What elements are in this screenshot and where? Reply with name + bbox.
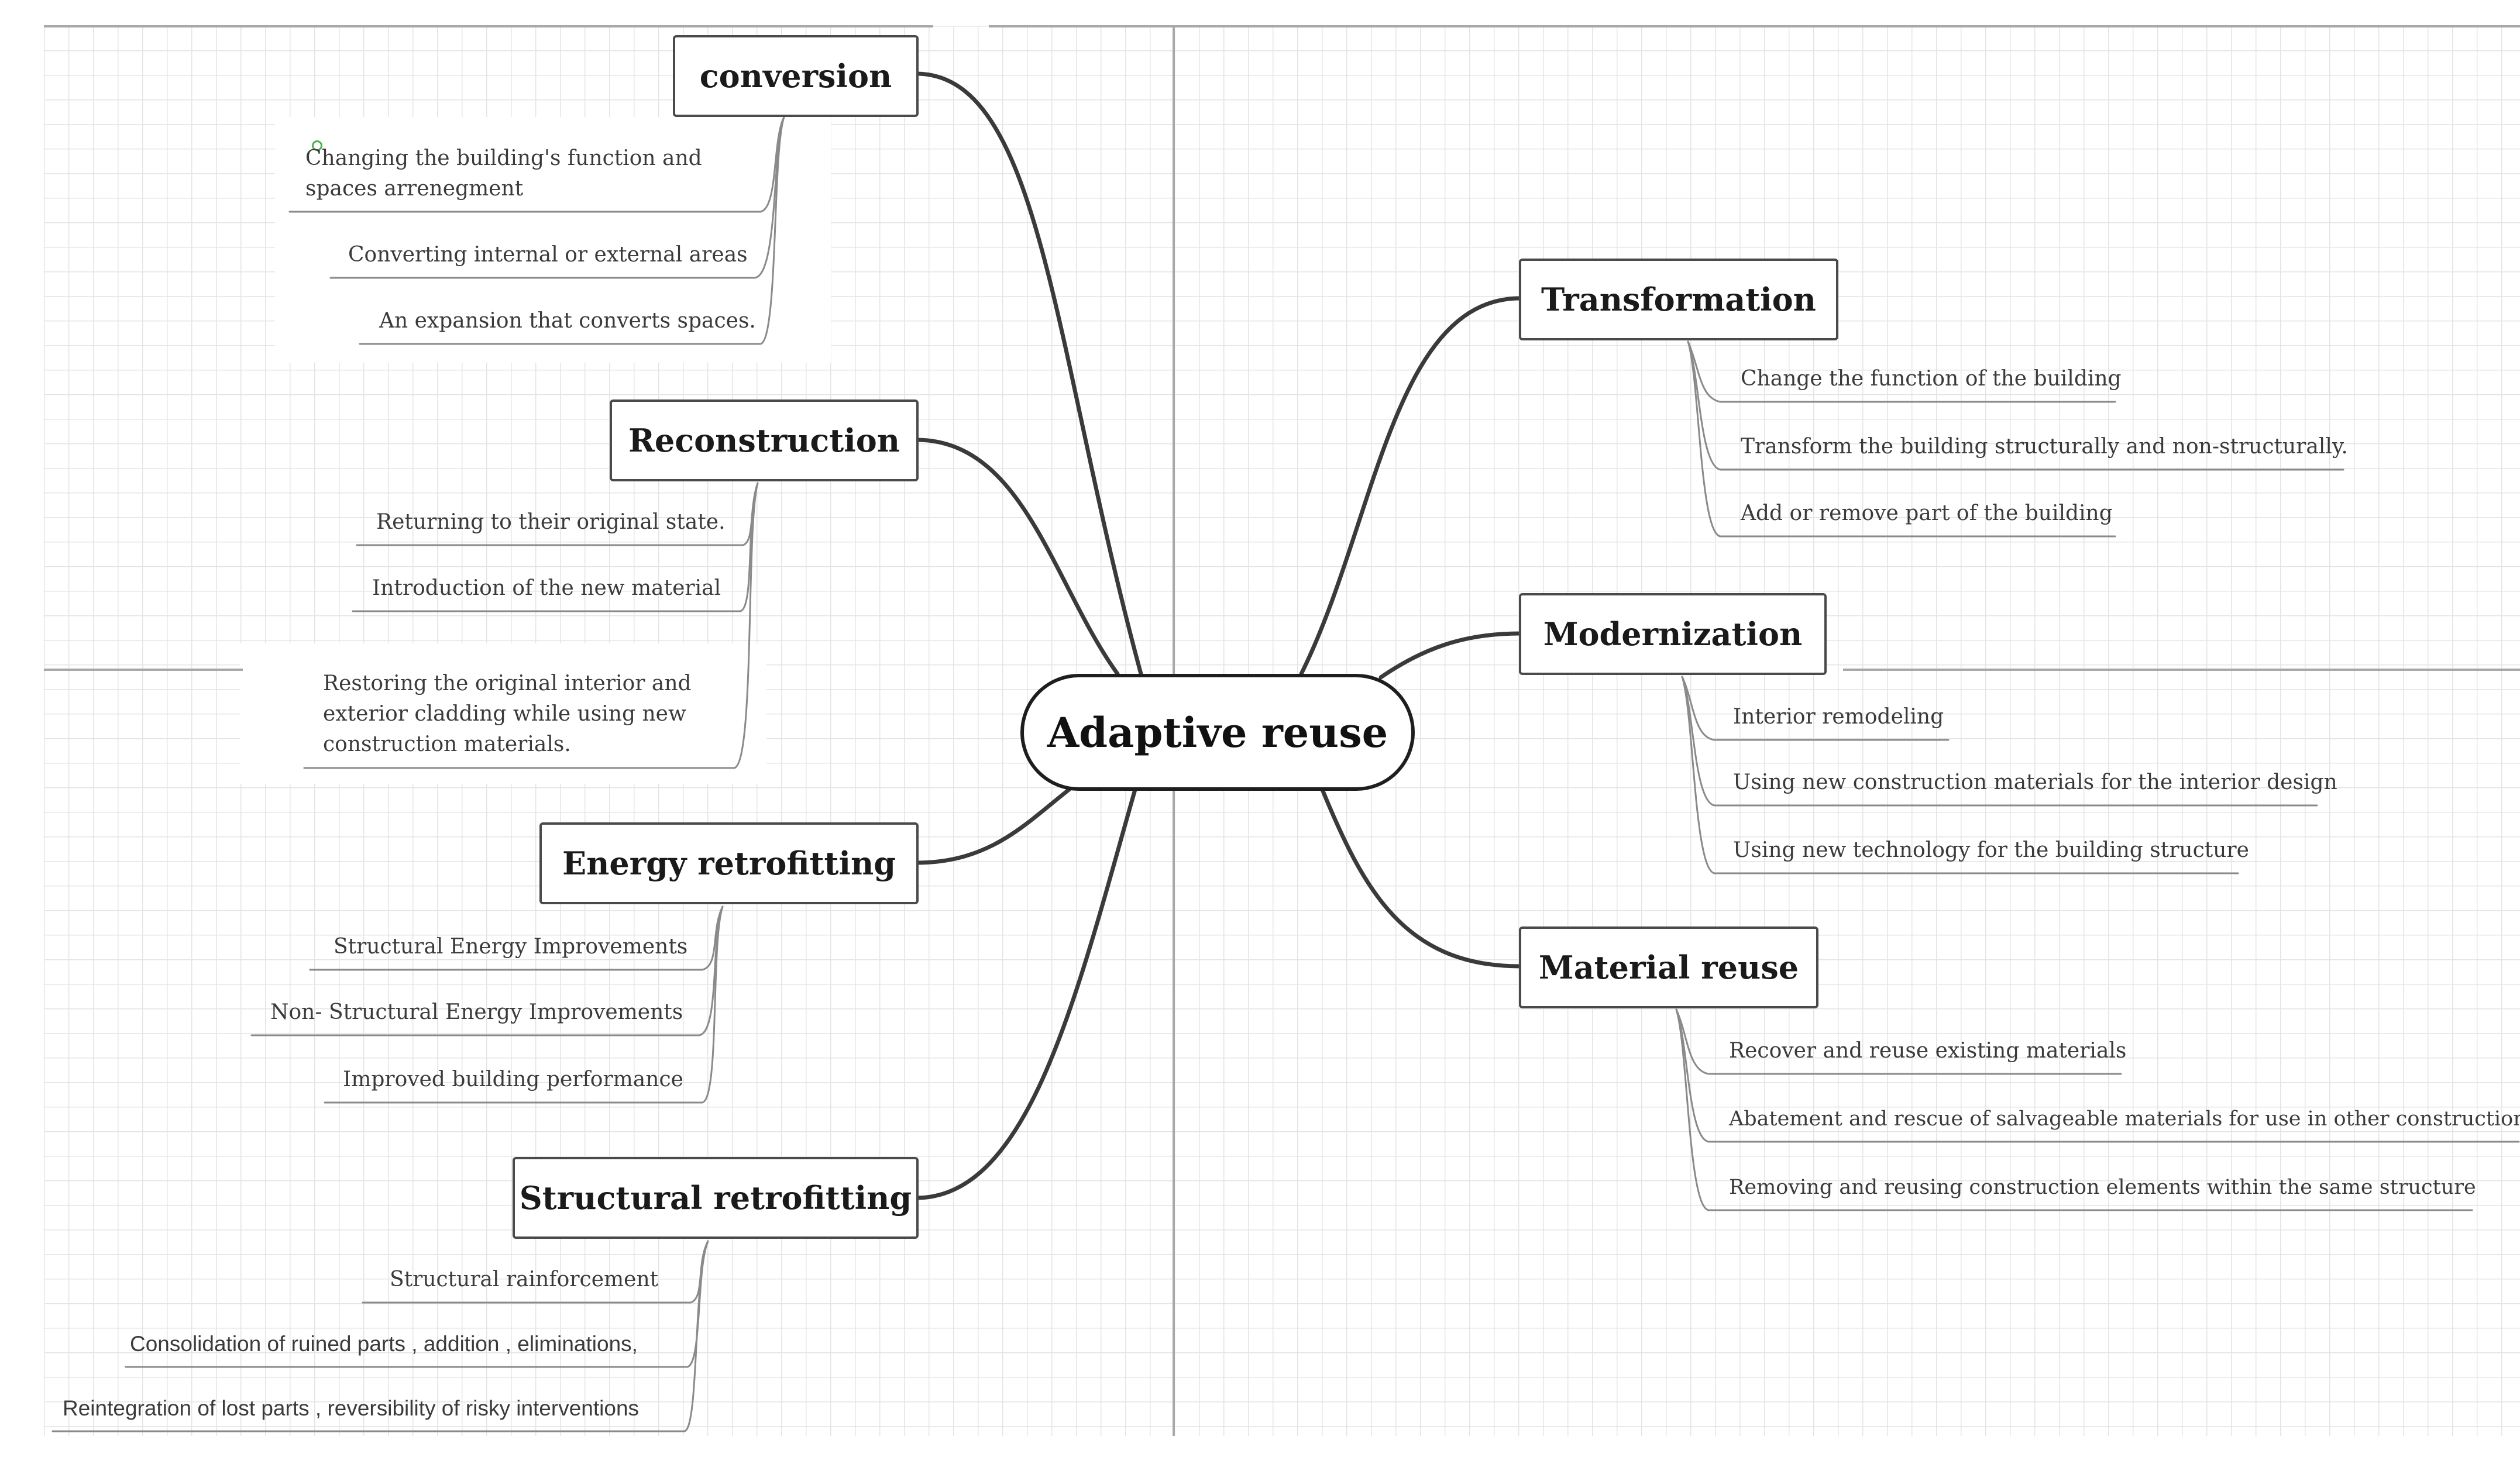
leaf-line-reconstruction-2 <box>352 482 759 612</box>
leaf-conversion-3[interactable]: An expansion that converts spaces. <box>379 309 756 333</box>
leaf-line-energy-3 <box>324 905 724 1104</box>
node-modernization[interactable]: Modernization <box>1519 593 1827 675</box>
node-transformation[interactable]: Transformation <box>1519 259 1838 340</box>
leaf-reconstruction-1[interactable]: Returning to their original state. <box>376 510 726 534</box>
leaf-line-material-1 <box>1675 1008 2122 1075</box>
connector-reconstruction <box>914 438 1120 676</box>
leaf-line-modernization-3 <box>1681 676 2239 874</box>
leaf-material-1[interactable]: Recover and reuse existing materials <box>1729 1039 2127 1063</box>
leaf-reconstruction-3[interactable]: Restoring the original interior and exte… <box>323 671 692 756</box>
green-marker-icon <box>312 140 322 151</box>
leaf-structural-2[interactable]: Consolidation of ruined parts , addition… <box>130 1332 638 1356</box>
top-gap <box>930 0 989 26</box>
leaf-reconstruction-2[interactable]: Introduction of the new material <box>372 576 721 600</box>
leaf-line-conversion-3 <box>359 116 785 345</box>
top-axis-right <box>989 25 2520 27</box>
left-margin <box>0 0 44 1457</box>
leaf-material-2[interactable]: Abatement and rescue of salvageable mate… <box>1729 1107 2520 1131</box>
connector-modernization <box>1378 631 1522 680</box>
node-reconstruction[interactable]: Reconstruction <box>610 399 919 481</box>
leaf-energy-3[interactable]: Improved building performance <box>343 1067 683 1091</box>
connector-energy <box>914 781 1079 865</box>
leaf-transformation-3[interactable]: Add or remove part of the building <box>1741 501 2113 525</box>
connector-conversion <box>914 71 1143 676</box>
node-structural-retrofitting[interactable]: Structural retrofitting <box>513 1157 919 1239</box>
leaf-line-transformation-3 <box>1687 340 2116 538</box>
leaf-modernization-3[interactable]: Using new technology for the building st… <box>1733 838 2249 862</box>
mid-axis-right <box>1843 669 2520 671</box>
leaf-line-modernization-1 <box>1681 676 1950 741</box>
conversion-leaf-panel <box>275 117 831 363</box>
leaf-energy-2[interactable]: Non- Structural Energy Improvements <box>270 1000 683 1024</box>
leaf-energy-1[interactable]: Structural Energy Improvements <box>334 935 688 959</box>
reconstruction-leaf-panel <box>240 643 766 784</box>
leaf-line-transformation-1 <box>1687 340 2116 403</box>
leaf-structural-3[interactable]: Reintegration of lost parts , reversibil… <box>63 1396 640 1420</box>
top-axis-left <box>44 25 933 27</box>
leaf-line-structural-3 <box>51 1240 709 1432</box>
leaf-line-reconstruction-3 <box>303 482 759 769</box>
leaf-material-3[interactable]: Removing and reusing construction elemen… <box>1729 1176 2476 1199</box>
leaf-modernization-1[interactable]: Interior remodeling <box>1733 705 1944 729</box>
leaf-modernization-2[interactable]: Using new construction materials for the… <box>1733 770 2337 794</box>
central-topic[interactable]: Adaptive reuse <box>1020 674 1415 791</box>
leaf-transformation-1[interactable]: Change the function of the building <box>1741 367 2122 391</box>
top-margin <box>0 0 2520 26</box>
connector-structural <box>914 787 1137 1200</box>
node-material-reuse[interactable]: Material reuse <box>1519 926 1818 1008</box>
mid-axis-left <box>44 669 243 671</box>
connector-material <box>1320 787 1522 969</box>
node-energy-retrofitting[interactable]: Energy retrofitting <box>539 822 919 904</box>
leaf-conversion-2[interactable]: Converting internal or external areas <box>348 243 748 267</box>
connector-transformation <box>1299 296 1522 676</box>
leaf-structural-1[interactable]: Structural rainforcement <box>390 1267 659 1291</box>
leaf-transformation-2[interactable]: Transform the building structurally and … <box>1741 435 2348 459</box>
node-conversion[interactable]: conversion <box>673 35 919 117</box>
leaf-conversion-1[interactable]: Changing the building's function and spa… <box>305 146 702 201</box>
leaf-line-material-3 <box>1675 1008 2473 1211</box>
